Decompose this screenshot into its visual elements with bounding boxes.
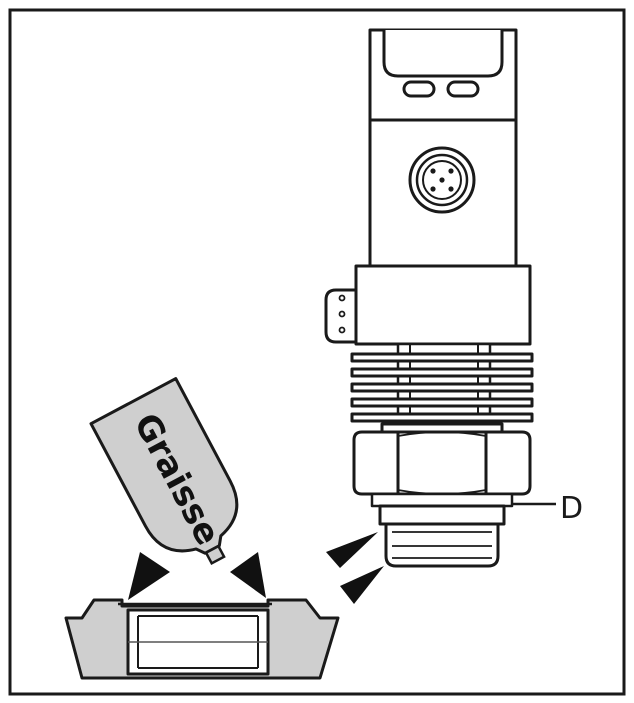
cooling-fins	[350, 342, 534, 426]
m12-connector	[408, 146, 476, 214]
seal-marker-label: D	[560, 491, 583, 526]
arrow-thread-lower	[340, 566, 384, 604]
led-slot-left	[402, 80, 436, 98]
process-thread	[378, 504, 506, 568]
hex-nut	[352, 430, 532, 496]
pressure-sensor	[324, 28, 556, 568]
seal-washer	[370, 492, 514, 508]
tube-nozzle	[204, 544, 226, 566]
arrow-seal-upper	[326, 532, 378, 568]
grease-arrows	[128, 532, 384, 604]
led-slot-right	[446, 80, 480, 98]
arrow-seat-right	[230, 552, 266, 598]
sensor-collar	[354, 264, 532, 346]
arrow-seat-left	[128, 552, 170, 600]
frame-border	[8, 8, 626, 696]
display-window	[382, 30, 504, 78]
weld-adapter	[64, 598, 340, 680]
